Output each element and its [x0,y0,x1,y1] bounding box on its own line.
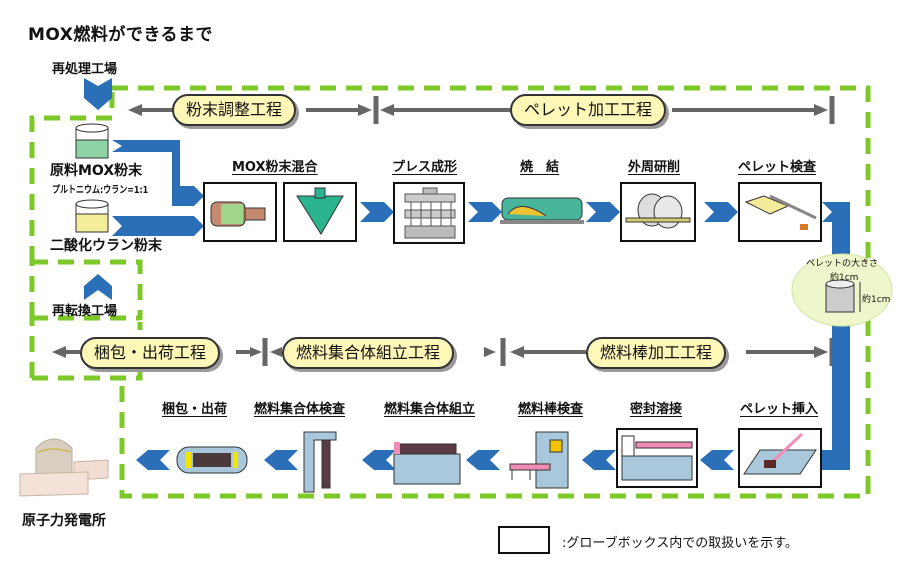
mox-powder-beaker-icon [75,123,109,159]
page-title: MOX燃料ができるまで [28,25,214,45]
glovebox-pellet-inspection [738,182,822,242]
step-label-press: プレス成形 [392,160,458,175]
glovebox-pellet-insertion [738,428,822,488]
pellet-size-title: ペレットの大きさ [806,259,879,269]
step-label-assembly-inspection: 燃料集合体検査 [254,402,346,417]
reconversion-plant-label: 再転換工場 [52,304,118,319]
step-label-assembly: 燃料集合体組立 [384,402,476,417]
glovebox-mixer-1 [203,182,277,242]
step-label-packing: 梱包・出荷 [162,402,228,417]
uo2-powder-beaker-icon [75,199,109,233]
down-chevron-icon [84,78,112,110]
glovebox-grinder [620,182,696,242]
power-plant-label: 原子力発電所 [22,513,106,529]
stage-assembly: 燃料集合体組立工程 [282,337,455,369]
step-label-seal-welding: 密封溶接 [630,402,683,417]
up-chevron-icon [84,274,112,300]
packing-container-icon [176,446,248,474]
assembly-inspection-icon [300,430,340,494]
pellet-size-height: 約1cm [862,295,891,305]
step-label-rod-inspection: 燃料棒検査 [518,402,584,417]
glovebox-press [393,182,465,244]
mox-powder-label: 原料MOX粉末 [50,163,143,179]
stage-rod-processing: 燃料棒加工工程 [586,337,727,369]
power-plant-icon [19,438,109,497]
pellet-size-width: 約1cm [830,273,859,283]
pellet-size-bubble [791,253,893,327]
glovebox-seal-welding [616,428,698,488]
rod-inspection-icon [506,430,570,492]
step-label-sintering: 焼 結 [520,160,560,175]
legend-glovebox-swatch [498,526,550,554]
step-label-pellet-insertion: ペレット挿入 [740,402,819,417]
sintering-furnace-icon [500,196,584,226]
uo2-powder-label: 二酸化ウラン粉末 [50,238,162,254]
reconversion-box [29,262,140,321]
stage-packing-shipping: 梱包・出荷工程 [80,337,221,369]
stage-arrows-top [128,96,835,124]
step-label-grinding: 外周研削 [628,160,681,175]
assembly-machine-icon [392,430,462,486]
stage-powder-adjust: 粉末調整工程 [172,94,297,126]
step-label-mox-mixing: MOX粉末混合 [232,160,318,175]
glovebox-mixer-2 [283,182,357,242]
stage-pellet-processing: ペレット加工工程 [510,94,667,126]
reprocessing-plant-label: 再処理工場 [52,62,118,77]
legend-text: :グローブボックス内での取扱いを示す。 [562,536,798,551]
mox-ratio-label: プルトニウム:ウラン=1:1 [52,185,149,196]
step-label-pellet-inspection: ペレット検査 [738,160,817,175]
